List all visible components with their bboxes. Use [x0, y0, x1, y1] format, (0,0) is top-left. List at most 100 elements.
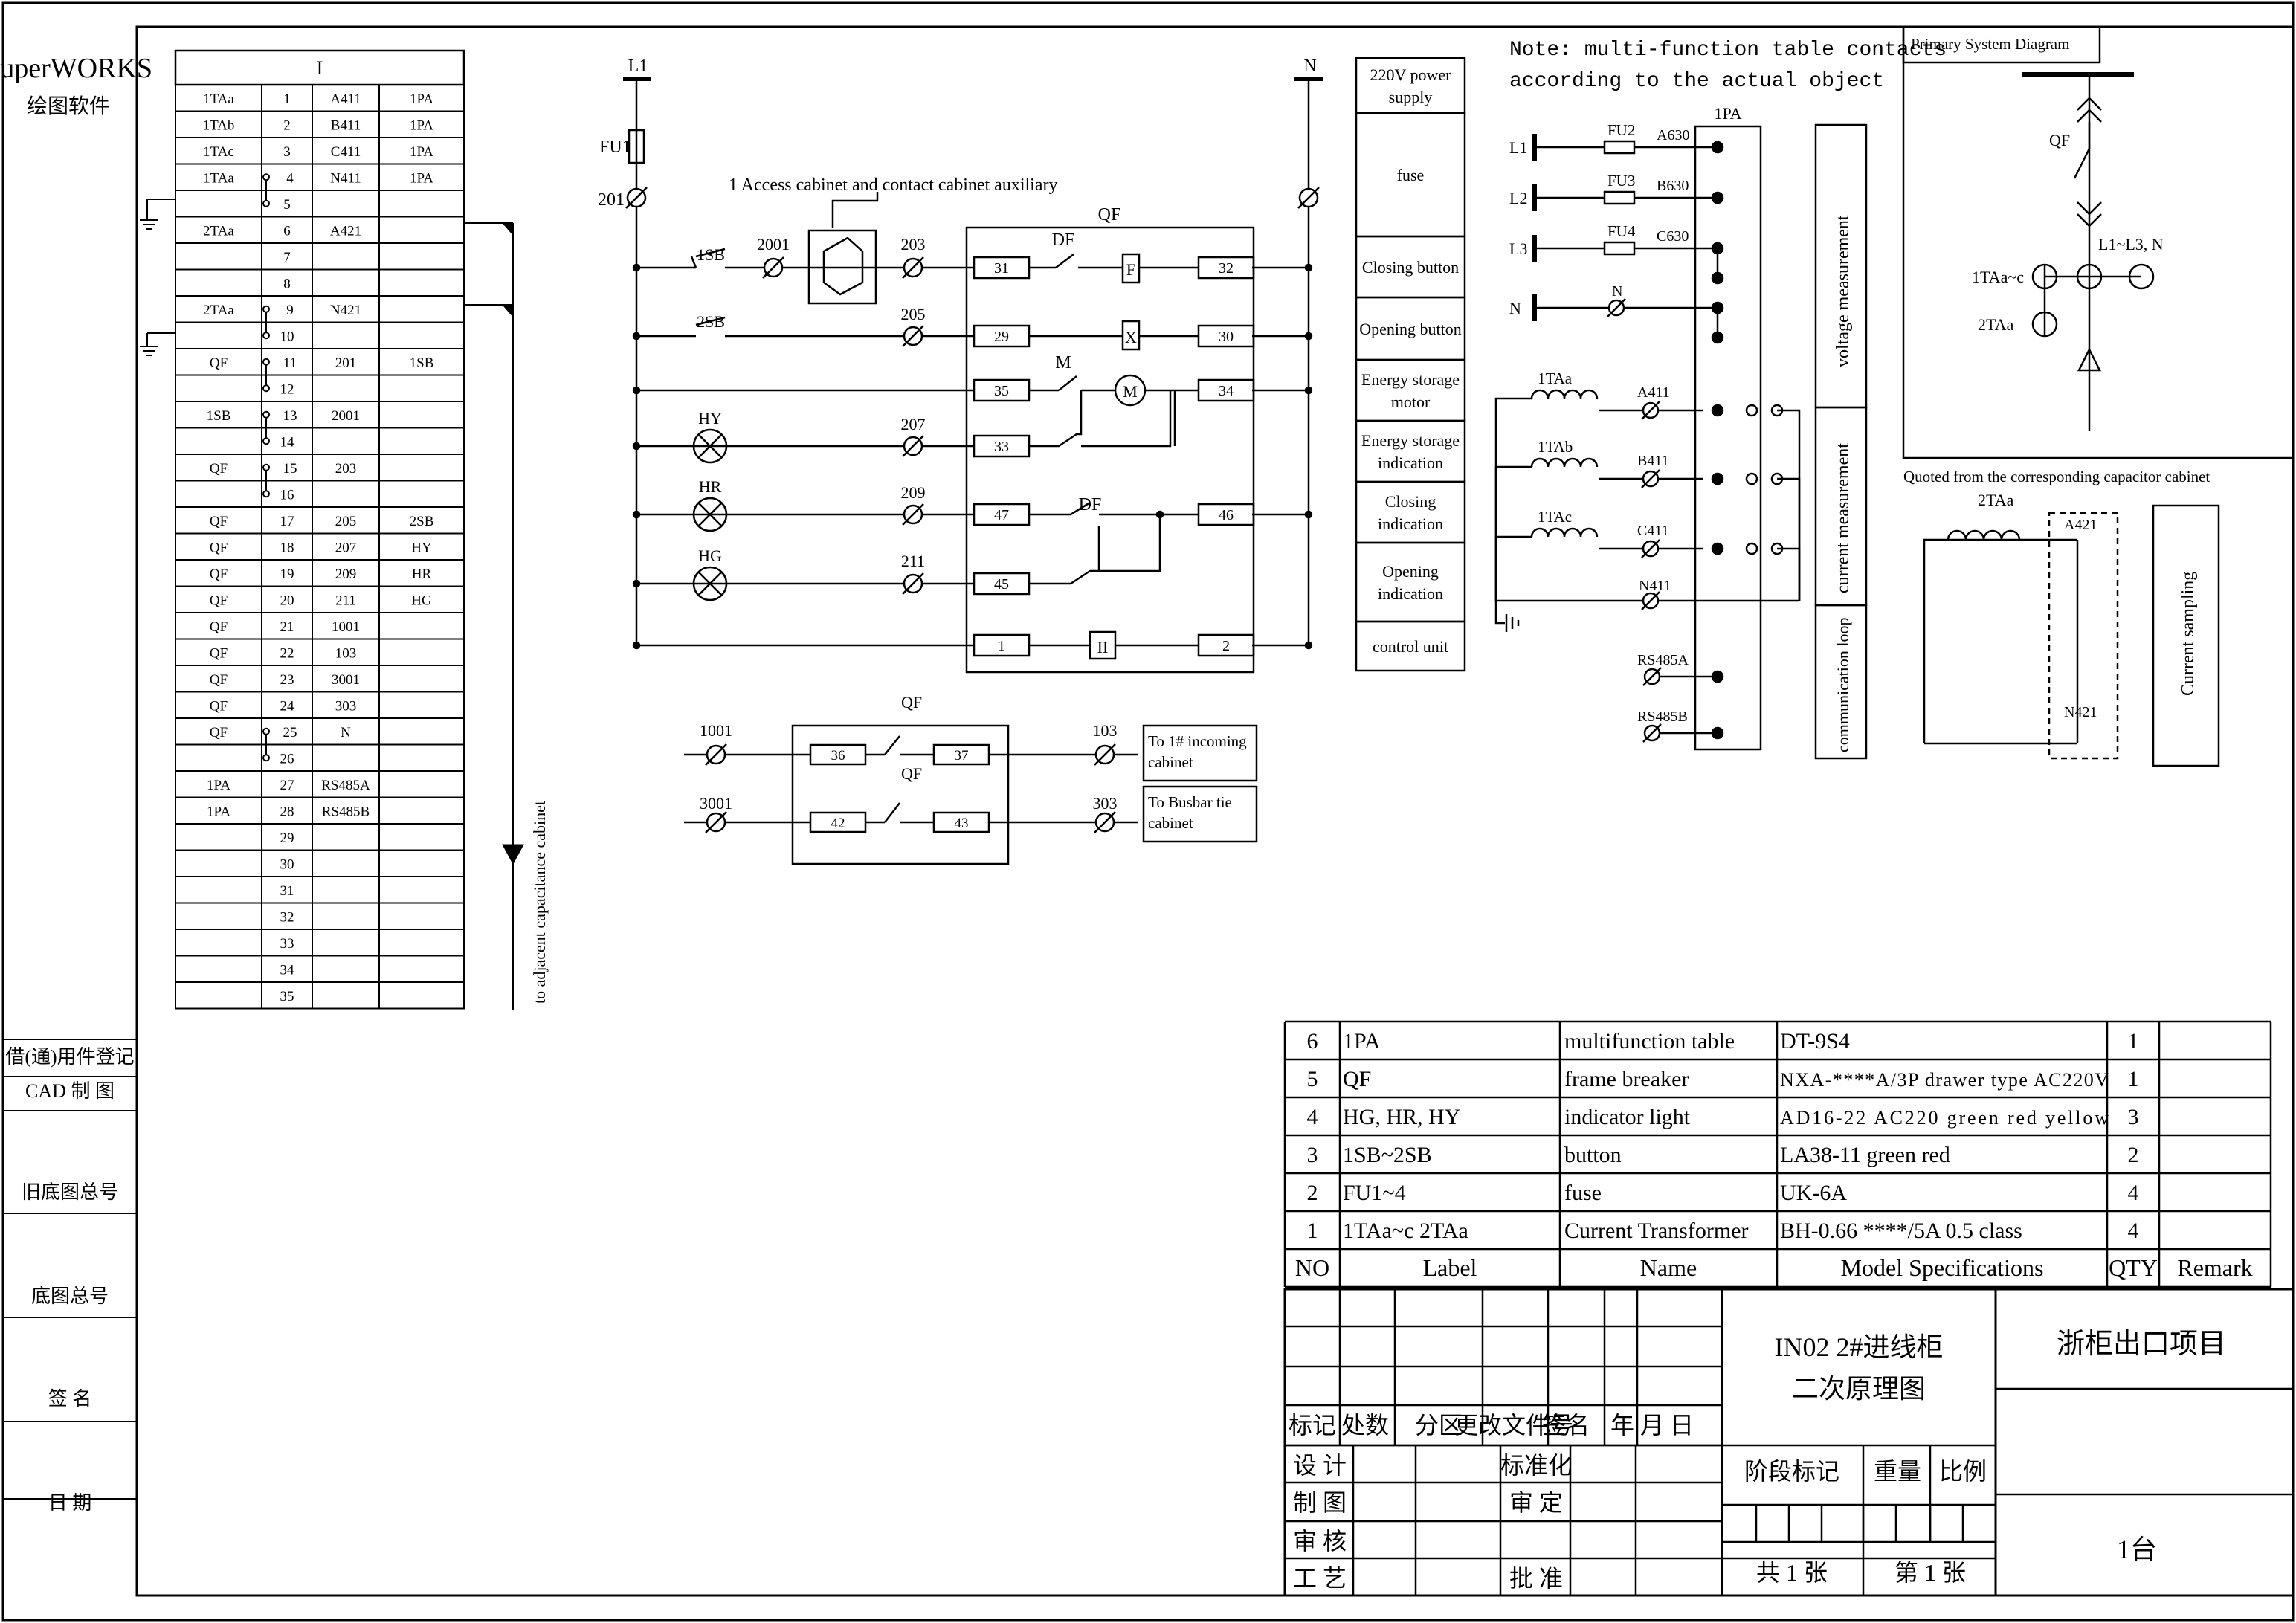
- qf-terminal-label: 30: [1219, 329, 1234, 345]
- junction-dot: [632, 386, 641, 395]
- terminal-cell-num: 15: [283, 461, 297, 477]
- n211-label: 211: [901, 552, 925, 570]
- terminal-cell-c: HY: [411, 540, 432, 555]
- function-label: motor: [1391, 393, 1431, 411]
- terminal-cell-b: C411: [331, 144, 361, 160]
- function-label: Energy storage: [1361, 370, 1460, 389]
- function-label: Energy storage: [1361, 431, 1460, 450]
- function-label: indication: [1378, 454, 1443, 472]
- terminal-cell-a: 2TAa: [203, 303, 234, 318]
- meter-fuse-label: FU2: [1607, 121, 1635, 139]
- rs485-label: RS485A: [1637, 652, 1689, 668]
- bom-cell: frame breaker: [1564, 1067, 1689, 1091]
- qf-terminal-label: 35: [994, 383, 1009, 399]
- terminal-row: 29: [175, 823, 465, 851]
- terminal-cell-num: 14: [280, 434, 295, 450]
- bom-cell: fuse: [1564, 1181, 1602, 1205]
- qf-terminal-label: 32: [1219, 260, 1234, 277]
- bom-cell: QTY: [2109, 1254, 2158, 1281]
- terminal-cell-num: 16: [280, 487, 294, 503]
- left-strip-label: 底图总号: [31, 1285, 109, 1307]
- terminal-cell-num: 13: [283, 408, 297, 424]
- bom-cell: 3: [1307, 1143, 1318, 1167]
- drawing-frame: [135, 25, 2295, 1597]
- function-label: supply: [1389, 88, 1433, 106]
- bus-n-label: N: [1303, 57, 1316, 76]
- terminal-cell-num: 21: [280, 619, 294, 635]
- left-strip-label: 旧底图总号: [22, 1181, 118, 1203]
- meter-wire-label: B630: [1657, 178, 1689, 194]
- bom-cell: LA38-11 green red: [1780, 1143, 1950, 1167]
- meter-note-2: according to the actual object: [1509, 70, 1884, 93]
- junction-dot: [632, 510, 641, 519]
- terminal-cell-num: 2: [283, 117, 291, 133]
- terminal-cell-num: 7: [283, 250, 291, 265]
- terminal-cell-b: 1001: [332, 619, 360, 635]
- role-left: 工 艺: [1293, 1565, 1347, 1592]
- terminal-cell-num: 29: [280, 830, 294, 846]
- meter-fuse-label: FU4: [1607, 222, 1636, 240]
- terminal-cell-b: 207: [335, 540, 357, 555]
- aux-qf-top: QF: [901, 693, 922, 712]
- junction-dot: [632, 579, 641, 588]
- terminal-node: [1094, 811, 1116, 833]
- terminal-node: [902, 435, 924, 457]
- terminal-row: 8: [175, 268, 465, 297]
- current-sampling: Quoted from the corresponding capacitor …: [1903, 468, 2220, 767]
- function-label: Closing button: [1362, 258, 1459, 277]
- terminal-cell-b: 2001: [332, 408, 360, 424]
- n3001: 3001: [700, 794, 732, 813]
- junction-dot: [632, 332, 641, 341]
- terminal-cell-c: HG: [411, 593, 432, 608]
- qf-label: QF: [1098, 205, 1121, 225]
- bom-cell: 4: [1307, 1105, 1318, 1129]
- terminal-node: [705, 743, 727, 766]
- box2-l2: cabinet: [1148, 814, 1193, 832]
- sampling-n421: N421: [2064, 704, 2097, 720]
- terminal-cell-num: 4: [286, 170, 294, 186]
- label-voltage: voltage measurement: [1834, 215, 1853, 367]
- meter-circuit: Note: multi-function table contacts acco…: [1494, 39, 1947, 760]
- ct-label: 1TAb: [1538, 438, 1573, 456]
- project-name: 浙柜出口项目: [2057, 1329, 2226, 1360]
- terminal-row: 12: [175, 374, 465, 402]
- hr-label: HR: [699, 477, 722, 496]
- bus-l1-label: L1: [628, 57, 648, 76]
- aux-qf-box: [791, 724, 1010, 865]
- terminal-row: 35: [175, 981, 465, 1010]
- drawing-title-1: IN02 2#进线柜: [1775, 1332, 1944, 1362]
- rs485-line: RS485B: [1637, 709, 1724, 743]
- terminal-row: 26: [175, 743, 465, 772]
- function-label: fuse: [1397, 166, 1425, 184]
- function-label: 220V power: [1370, 65, 1452, 84]
- terminal-cell-b: B411: [331, 117, 361, 133]
- terminal-row: 16: [175, 480, 465, 508]
- qf-terminal-right: 46: [1197, 503, 1255, 526]
- terminal-cell-b: RS485A: [321, 778, 370, 793]
- box2-l1: To Busbar tie: [1148, 793, 1232, 811]
- terminal-row: 5: [175, 190, 465, 218]
- terminal-cell-c: 2SB: [410, 514, 434, 529]
- n203-label: 203: [901, 235, 926, 254]
- revision-header: 年 月 日: [1610, 1412, 1694, 1439]
- terminal-cell-num: 12: [280, 381, 294, 397]
- terminal-node: [625, 187, 648, 209]
- terminal-cell-a: 1TAa: [203, 170, 234, 186]
- qf-terminal-right: 32: [1197, 256, 1255, 280]
- bom-cell: HG, HR, HY: [1343, 1105, 1460, 1129]
- n2001-label: 2001: [757, 235, 790, 254]
- meter-wire-label: A630: [1657, 127, 1689, 143]
- function-label: indication: [1378, 584, 1443, 603]
- qf-terminal-left: 35: [973, 378, 1031, 402]
- terminal-cell-num: 34: [280, 962, 295, 978]
